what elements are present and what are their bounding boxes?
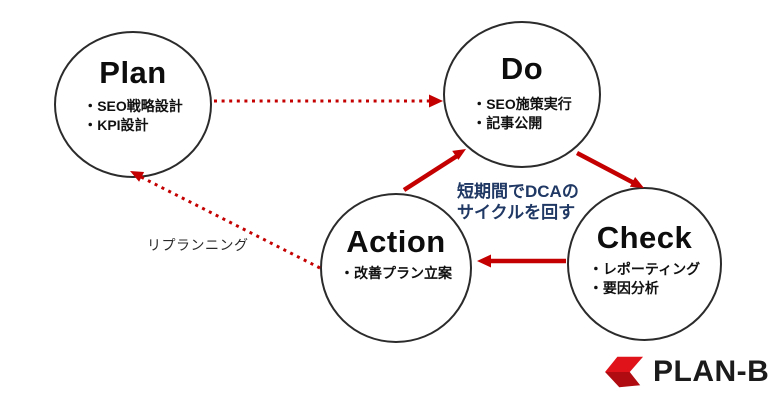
node-do-title: Do [500,51,544,86]
node-check-items: ・レポーティング ・要因分析 [589,260,700,298]
node-action-title: Action [346,224,446,259]
list-item: ・要因分析 [588,280,659,296]
arrow-do-to-check [575,151,644,188]
dca-cycle-note: 短期間でDCAの サイクルを回す [457,181,579,223]
list-item: ・改善プラン立案 [340,265,452,281]
dca-cycle-note-line2: サイクルを回す [457,203,576,222]
node-plan: Plan ・SEO戦略設計 ・KPI設計 [54,31,212,178]
planb-logo-text: PLAN-B [653,355,768,388]
node-action-items: ・改善プラン立案 [340,264,452,283]
list-item: ・SEO戦略設計 [83,98,183,114]
node-check: Check ・レポーティング ・要因分析 [567,187,722,341]
dca-cycle-note-line1: 短期間でDCAの [457,182,579,201]
node-do-items: ・SEO施策実行 ・記事公開 [472,95,572,133]
list-item: ・記事公開 [472,115,543,131]
arrow-check-to-action [477,254,566,268]
node-plan-title: Plan [99,55,167,90]
replanning-label: リプランニング [147,237,249,253]
node-do: Do ・SEO施策実行 ・記事公開 [443,21,601,168]
list-item: ・KPI設計 [83,117,149,133]
node-action: Action ・改善プラン立案 [320,193,472,343]
planb-chevron-icon [605,356,644,388]
planb-logo: PLAN-B [604,353,768,391]
node-plan-items: ・SEO戦略設計 ・KPI設計 [83,97,183,135]
arrow-plan-to-do [214,94,443,108]
node-check-title: Check [596,220,693,255]
list-item: ・SEO施策実行 [472,96,572,112]
list-item: ・レポーティング [588,261,701,277]
